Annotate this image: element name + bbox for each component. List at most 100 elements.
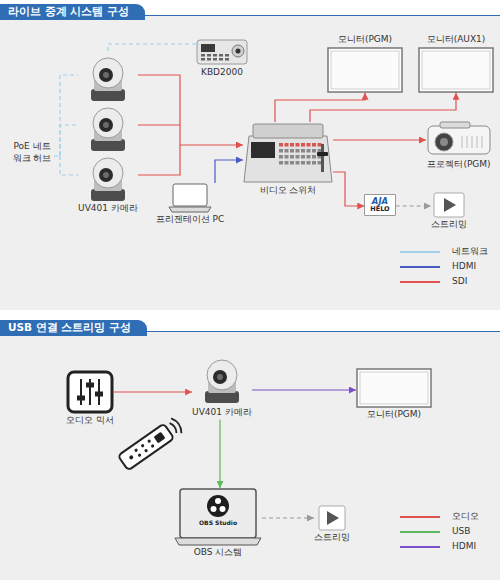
mixer-illustration — [66, 370, 114, 414]
camera-lens — [99, 118, 113, 132]
obs-logo-dot — [211, 506, 217, 512]
play-illustration — [433, 192, 465, 218]
section-tab: 라이브 중계 시스템 구성 — [0, 4, 145, 20]
switcher-key — [312, 149, 316, 153]
connector — [215, 160, 243, 183]
fader-track — [80, 379, 82, 405]
node-label: OBS 시스템 — [194, 547, 243, 559]
cams3-illustration — [80, 52, 136, 202]
connector-line — [262, 517, 314, 518]
kbd-illustration — [196, 36, 248, 66]
connector-line — [219, 420, 220, 488]
monitor-illustration — [418, 47, 494, 93]
camera-lens — [99, 68, 113, 82]
node-label: KBD2000 — [201, 67, 243, 79]
icon — [327, 47, 403, 93]
connector-branch — [138, 145, 180, 175]
vent-slot — [477, 136, 478, 148]
network-hub: PoE 네트워크 허브 — [10, 140, 54, 165]
connector — [252, 390, 356, 391]
cam-illustration — [197, 352, 247, 406]
switcher-key — [290, 161, 294, 165]
switcher-key — [301, 155, 305, 159]
controller-screen — [201, 44, 215, 52]
obs-illustration — [174, 488, 262, 546]
monitor-frame — [419, 48, 493, 92]
switcher-key — [312, 143, 316, 147]
switcher-key — [301, 143, 305, 147]
laptop-base — [175, 538, 261, 545]
play-symbol — [444, 198, 456, 212]
connector-line — [333, 172, 364, 206]
node-label: PoE 네트워크 허브 — [10, 141, 54, 164]
node-label: 스트리밍 — [314, 532, 350, 544]
section-ground — [0, 331, 500, 580]
legend-label: SDI — [452, 276, 467, 288]
legend-swatch — [400, 266, 440, 268]
connector — [333, 140, 426, 141]
fader-knob — [86, 383, 94, 388]
icon — [168, 183, 212, 213]
section-ground — [0, 15, 500, 310]
switcher-key — [285, 149, 289, 153]
switcher-key — [318, 143, 322, 147]
switcher-screen — [251, 142, 275, 158]
controller-key — [225, 58, 229, 61]
switcher-back — [253, 124, 323, 138]
legend-label: HDMI — [452, 261, 476, 273]
switcher-key — [285, 161, 289, 165]
remote-control — [118, 417, 184, 471]
monitor-screen — [422, 51, 490, 89]
icon — [433, 192, 465, 218]
node-label: 프리젠테이션 PC — [156, 214, 225, 226]
switcher-key — [279, 143, 283, 147]
t-bar — [317, 152, 328, 156]
legend-label: HDMI — [452, 541, 476, 553]
lens-glint — [103, 122, 109, 128]
vent-slot — [462, 136, 463, 148]
section-panel: USB 연결 스트리밍 구성오디오 믹서UV401 카메라모니터(PGM)OBS… — [0, 316, 500, 580]
audio-mixer: 오디오 믹서 — [66, 370, 114, 428]
switcher-key — [296, 161, 300, 165]
connector-line — [310, 93, 456, 122]
switcher-key — [285, 143, 289, 147]
vent-slot — [472, 136, 473, 148]
fader-knob — [77, 396, 85, 401]
node-label: 프로젝터(PGM) — [427, 159, 490, 171]
controller-body — [197, 40, 247, 64]
remote-button — [150, 444, 154, 448]
obs-logo-dot — [215, 498, 221, 504]
product-name: HELO — [370, 206, 389, 213]
switcher-key — [296, 143, 300, 147]
legend-entry: 오디오 — [400, 510, 496, 524]
connector-branch — [138, 75, 180, 125]
switcher-key — [307, 149, 311, 153]
switcher-key — [307, 161, 311, 165]
connector-line — [215, 160, 243, 183]
legend-swatch — [400, 516, 440, 518]
monitor-screen — [360, 372, 428, 404]
laptop-base — [169, 207, 211, 212]
streaming-box: 스트리밍 — [431, 192, 467, 232]
switcher-key — [312, 161, 316, 165]
lens-glint — [103, 172, 109, 178]
switcher-key — [301, 161, 305, 165]
icon — [80, 52, 136, 202]
node-label: 비디오 스위처 — [260, 185, 317, 197]
projector-body — [428, 126, 490, 154]
remote-button — [140, 443, 144, 447]
connector — [333, 172, 364, 206]
icon — [66, 370, 114, 414]
play-frame — [434, 193, 464, 217]
controller-key — [207, 54, 211, 57]
switcher-key — [290, 155, 294, 159]
projector: 프로젝터(PGM) — [426, 118, 492, 172]
remote-button — [144, 448, 148, 452]
connector-line — [54, 125, 78, 156]
switcher-key — [307, 155, 311, 159]
switcher-key — [307, 143, 311, 147]
switcher-key — [318, 161, 322, 165]
laptop-screen — [173, 184, 207, 206]
switcher-key — [312, 155, 316, 159]
section-tab: USB 연결 스트리밍 구성 — [0, 320, 147, 336]
